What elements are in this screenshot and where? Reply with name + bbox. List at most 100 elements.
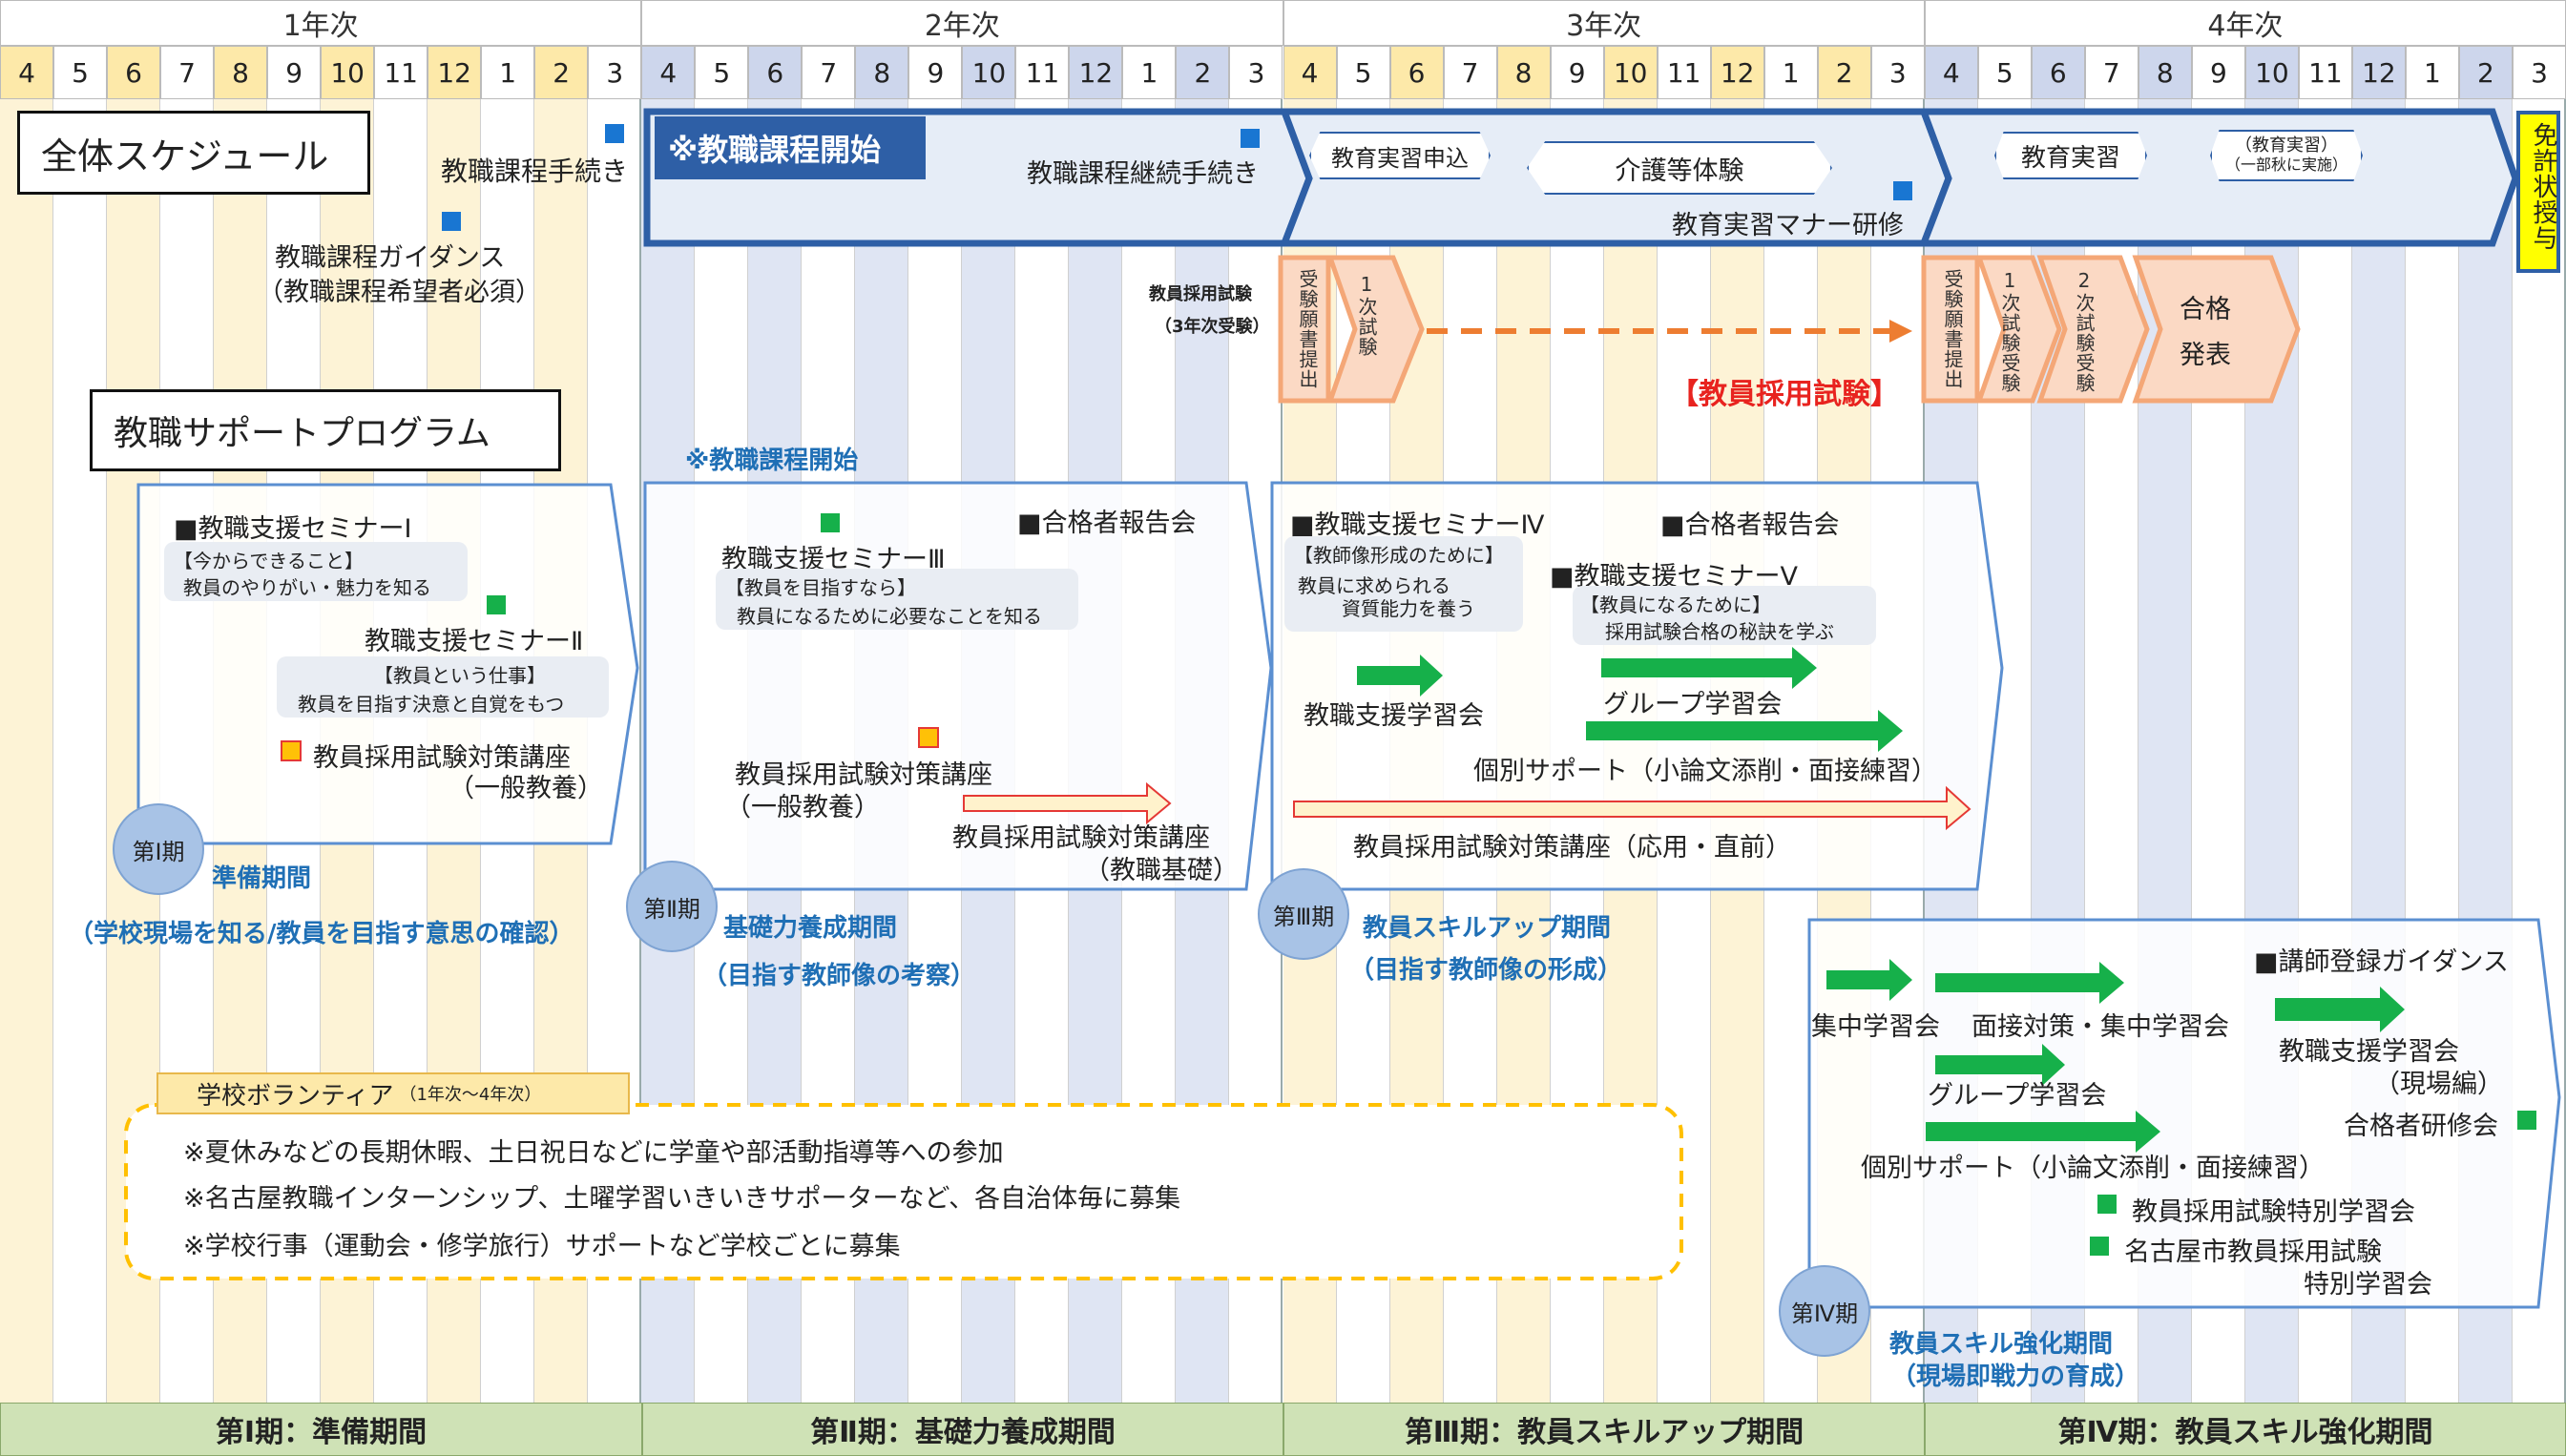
marker-continue — [1241, 129, 1260, 148]
year-header: 2年次 — [641, 0, 1283, 46]
month-header: 9 — [1550, 46, 1604, 99]
guidance-label: 教職課程ガイダンス — [275, 243, 506, 273]
month-header: 9 — [267, 46, 322, 99]
care-experience-pill: 介護等体験 — [1527, 141, 1832, 195]
month-header: 7 — [160, 46, 215, 99]
period1-badge: 第Ⅰ期 — [113, 803, 204, 895]
month-header: 11 — [374, 46, 428, 99]
y4-pass-training: 合格者研修会 — [2344, 1112, 2498, 1141]
month-header: 10 — [962, 46, 1016, 99]
continue-procedure-label: 教職課程継続手続き — [1027, 159, 1259, 189]
year-header: 1年次 — [0, 0, 642, 46]
y3-group-study: グループ学習会 — [1603, 690, 1783, 719]
month-header: 12 — [1069, 46, 1123, 99]
lecturer-guidance: ■講師登録ガイダンス — [2254, 947, 2509, 977]
y3-individual-support: 個別サポート（小論文添削・面接練習） — [1473, 757, 1937, 786]
seminar2-sub1: 【教員という仕事】 — [374, 664, 546, 687]
practice-apply-pill: 教育実習申込 — [1309, 132, 1491, 179]
seminar4-box — [1284, 536, 1523, 632]
volunteer-line2: ※名古屋教職インターンシップ、土曜学習いきいきサポーターなど、各自治体毎に募集 — [183, 1184, 1181, 1214]
seminar5-box — [1573, 586, 1876, 645]
month-header: 5 — [695, 46, 749, 99]
month-header: 2 — [2458, 46, 2513, 99]
month-header: 1 — [481, 46, 535, 99]
seminar2-sub2: 教員を目指す決意と自覚をもつ — [298, 693, 565, 716]
volunteer-title-sub: （1年次～4年次） — [399, 1085, 542, 1105]
volunteer-line1: ※夏休みなどの長期休暇、土日祝日などに学童や部活動指導等への参加 — [183, 1138, 1004, 1168]
exam-course3-sub: （教職基礎） — [1084, 856, 1239, 885]
marker-exam-course2 — [918, 727, 939, 748]
month-header: 9 — [2191, 46, 2245, 99]
y3-study-group: 教職支援学習会 — [1304, 701, 1484, 731]
month-header: 2 — [1817, 46, 1871, 99]
y4-special-study: 教員採用試験特別学習会 — [2132, 1197, 2415, 1227]
month-header: 6 — [748, 46, 803, 99]
exam-course2-label: 教員採用試験対策講座 — [735, 760, 992, 790]
month-header: 3 — [1870, 46, 1925, 99]
volunteer-title-box: 学校ボランティア （1年次～4年次） — [156, 1072, 630, 1114]
period3-badge: 第Ⅲ期 — [1258, 868, 1349, 960]
y4-group-study: グループ学習会 — [1928, 1081, 2107, 1111]
marker-exam-course1 — [281, 740, 302, 761]
month-header: 9 — [908, 46, 963, 99]
y3-stage-first: 1次試験 — [1355, 273, 1378, 357]
practice-pill: 教育実習 — [1994, 132, 2147, 179]
marker-procedure — [605, 124, 624, 143]
exam-red-label: 【教員採用試験】 — [1670, 378, 1899, 411]
period1-sub: （学校現場を知る/教員を目指す意思の確認） — [69, 920, 574, 948]
seminar1-box — [164, 542, 468, 601]
y2-pass-report: ■合格者報告会 — [1017, 509, 1197, 538]
month-header: 8 — [1496, 46, 1551, 99]
month-header: 11 — [1657, 46, 1711, 99]
y3-exam-course-applied: 教員採用試験対策講座（応用・直前） — [1353, 833, 1791, 863]
y4-nagoya-special: 名古屋市教員採用試験 — [2124, 1238, 2382, 1267]
y4-study-field-sub: （現場編） — [2374, 1070, 2503, 1099]
y4-individual-support: 個別サポート（小論文添削・面接練習） — [1861, 1154, 2325, 1183]
practice-note-line1: （教育実習） — [2235, 135, 2338, 156]
month-header: 1 — [1763, 46, 1818, 99]
y4-stage-apply: 受験願書提出 — [1941, 269, 1964, 389]
footer-phase-2: 第Ⅱ期：基礎力養成期間 — [642, 1403, 1283, 1456]
seminar5-sub2: 採用試験合格の秘訣を学ぶ — [1605, 620, 1834, 643]
month-header: 7 — [802, 46, 856, 99]
month-header: 4 — [0, 46, 54, 99]
seminar1-label: ■教職支援セミナーⅠ — [174, 514, 412, 544]
y4-intensive: 集中学習会 — [1811, 1012, 1940, 1042]
month-header: 12 — [1710, 46, 1764, 99]
y4-interview: 面接対策・集中学習会 — [1971, 1012, 2229, 1042]
month-header: 1 — [1122, 46, 1177, 99]
footer-phase-1: 第Ⅰ期：準備期間 — [0, 1403, 642, 1456]
month-header: 8 — [855, 46, 909, 99]
period4-title: 教員スキル強化期間 — [1889, 1330, 2114, 1359]
y3-stage-apply: 受験願書提出 — [1296, 269, 1319, 389]
seminar2-box — [277, 656, 609, 718]
seminar3-sub1: 【教員を目指すなら】 — [725, 576, 916, 599]
month-header: 3 — [2512, 46, 2566, 99]
month-header: 10 — [2244, 46, 2299, 99]
exam-label: 教員採用試験 — [1149, 284, 1252, 304]
exam-course3-label: 教員採用試験対策講座 — [952, 823, 1210, 853]
month-header: 6 — [1389, 46, 1444, 99]
marker-seminar3 — [821, 513, 840, 532]
marker-manner — [1893, 181, 1912, 200]
overall-schedule-title: 全体スケジュール — [17, 111, 370, 195]
month-header: 6 — [2031, 46, 2085, 99]
exam-course2-sub: （一般教養） — [725, 793, 880, 822]
month-header: 11 — [2298, 46, 2352, 99]
month-header: 8 — [2138, 46, 2192, 99]
seminar3-box — [716, 569, 1078, 630]
period4-sub: （現場即戦力の育成） — [1891, 1362, 2140, 1391]
seminar2-label: 教職支援セミナーⅡ — [365, 627, 584, 656]
course-start-small: ※教職課程開始 — [685, 447, 859, 475]
month-header: 7 — [2084, 46, 2138, 99]
guidance-note: （教職課程希望者必須） — [258, 278, 541, 307]
y4-stage-first: 1次試験受験 — [1998, 269, 2021, 393]
month-header: 8 — [214, 46, 268, 99]
month-header: 10 — [321, 46, 375, 99]
practice-note-pill: （教育実習） （一部秋に実施） — [2210, 130, 2363, 181]
year-header: 3年次 — [1283, 0, 1925, 46]
marker-special-study — [2097, 1195, 2117, 1214]
period4-badge: 第Ⅳ期 — [1779, 1265, 1870, 1357]
